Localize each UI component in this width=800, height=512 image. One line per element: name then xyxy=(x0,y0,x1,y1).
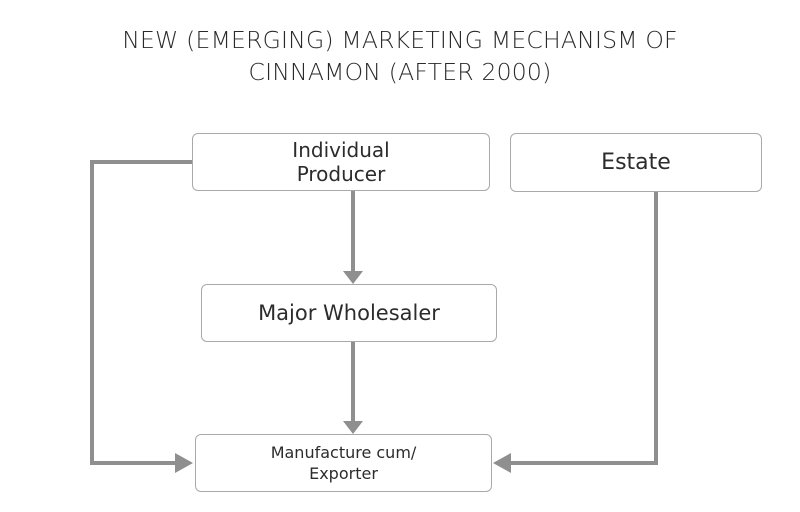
node-label: Individual xyxy=(292,138,390,162)
arrowhead-right-exporter xyxy=(175,453,193,473)
diagram-title: NEW (EMERGING) MARKETING MECHANISM OF CI… xyxy=(0,24,800,88)
edge-estate-exporter xyxy=(510,192,658,465)
arrowhead-down-wholesaler xyxy=(343,271,363,284)
node-major-wholesaler: Major Wholesaler xyxy=(201,284,497,342)
node-individual-producer: Individual Producer xyxy=(192,133,490,191)
node-label: Estate xyxy=(601,150,671,175)
title-line-1: NEW (EMERGING) MARKETING MECHANISM OF xyxy=(122,26,678,54)
node-label: Manufacture cum/ xyxy=(270,443,417,462)
node-manufacture-exporter: Manufacture cum/ Exporter xyxy=(195,434,492,492)
arrowhead-left-exporter xyxy=(493,453,511,473)
node-label: Producer xyxy=(296,162,386,186)
node-label: Exporter xyxy=(309,464,378,483)
node-label: Major Wholesaler xyxy=(258,301,440,325)
title-line-2: CINNAMON (AFTER 2000) xyxy=(248,58,552,86)
node-estate: Estate xyxy=(510,133,762,192)
edge-producer-exporter xyxy=(90,160,192,465)
arrowhead-down-exporter xyxy=(343,421,363,434)
